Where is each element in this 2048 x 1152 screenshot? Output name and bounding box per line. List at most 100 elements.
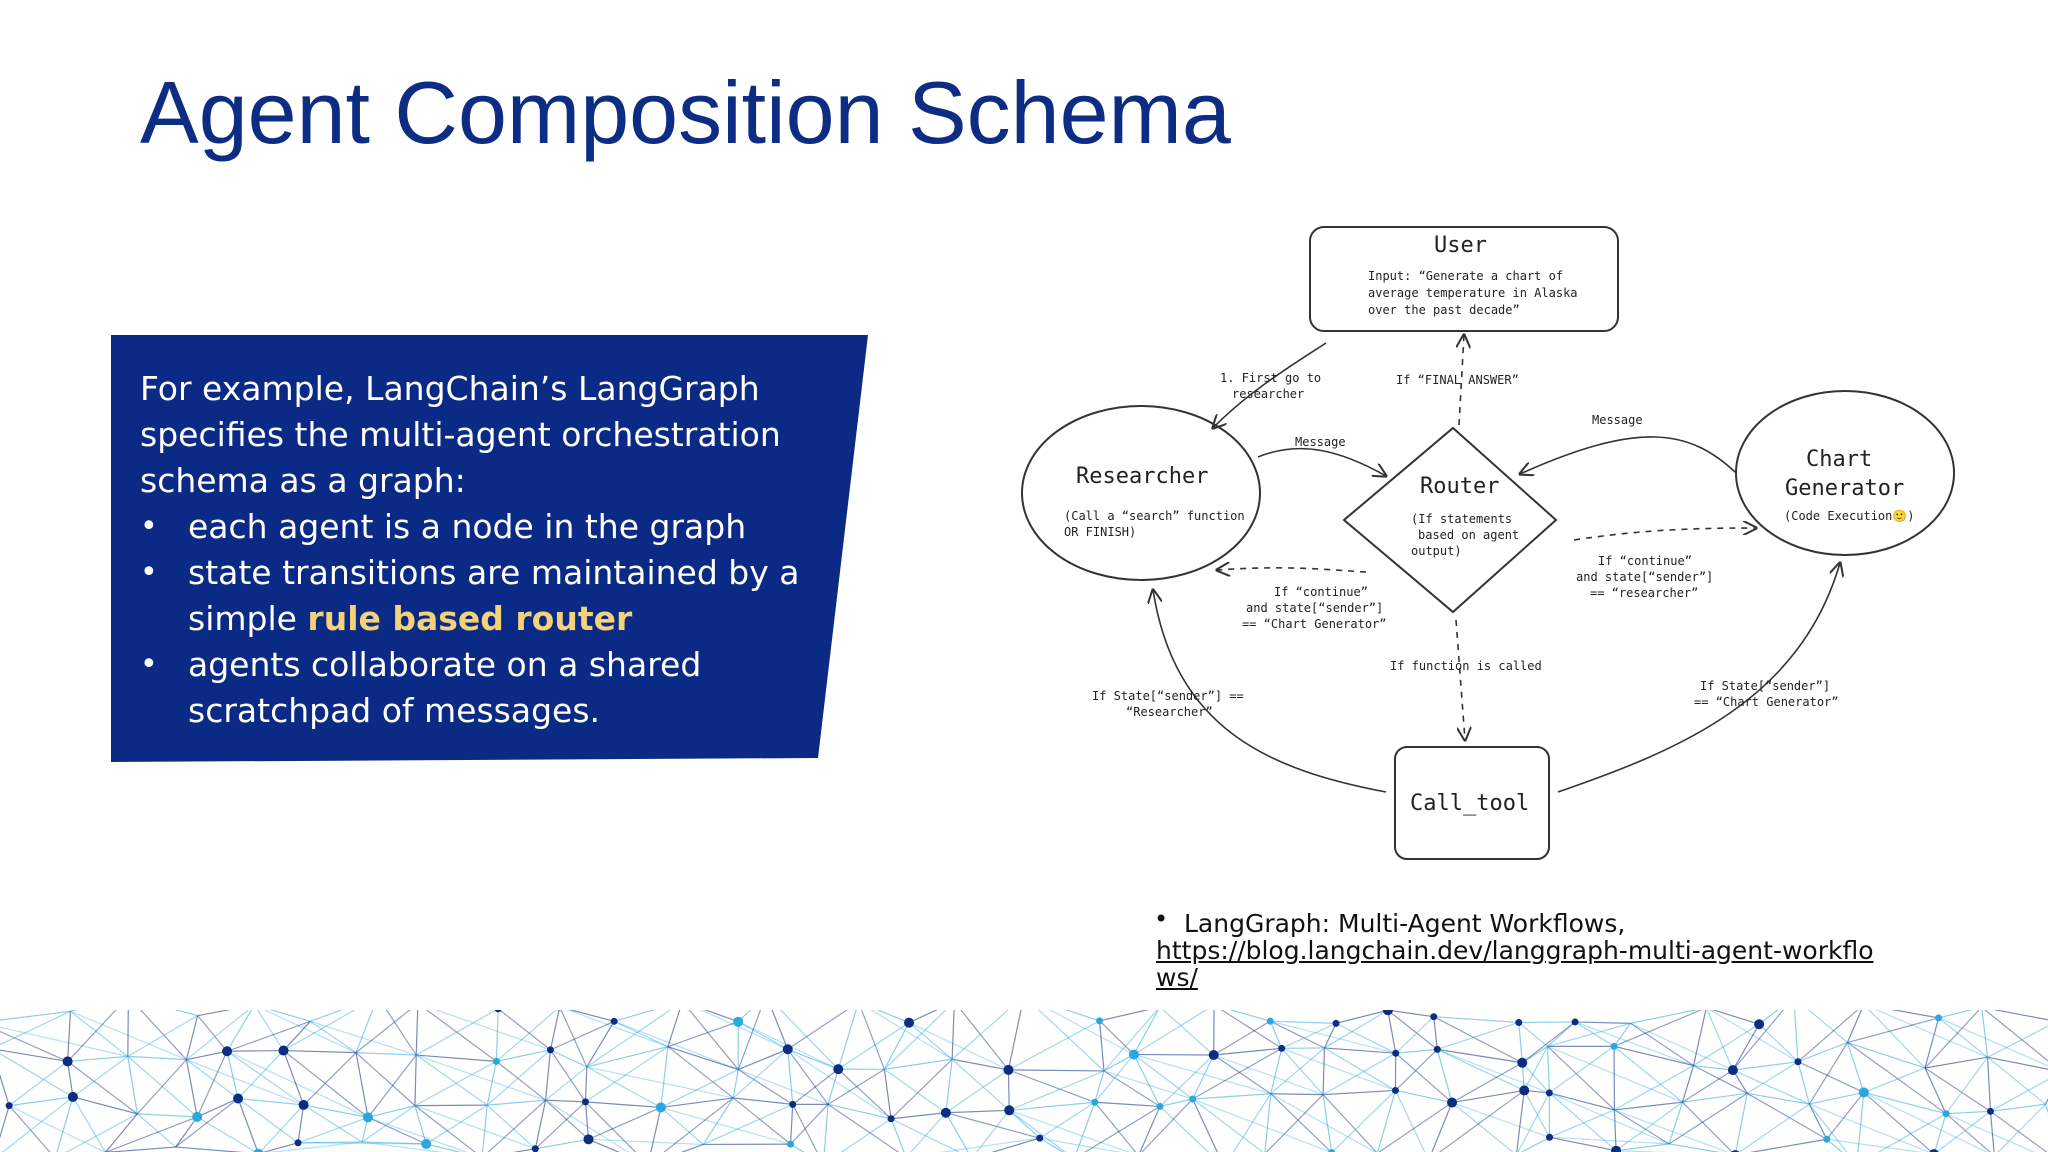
network-line (1868, 1010, 1926, 1069)
network-line (1229, 1010, 1271, 1022)
network-line (127, 1056, 138, 1114)
network-line (186, 1010, 250, 1061)
network-line (1682, 1069, 1734, 1103)
network-line (415, 1054, 488, 1106)
network-line (1099, 1010, 1150, 1022)
network-line (792, 1104, 818, 1152)
router-sub-line-2: based on agent (1418, 528, 1519, 542)
network-node (222, 1046, 233, 1057)
network-node (1515, 1018, 1523, 1026)
network-line (1322, 1052, 1396, 1096)
network-line (256, 1010, 285, 1051)
network-line (585, 1101, 637, 1152)
network-line (1682, 1101, 1734, 1152)
network-line (1523, 1046, 1549, 1091)
network-line (1747, 1092, 1810, 1105)
network-line (1269, 1020, 1325, 1049)
network-node (1004, 1105, 1015, 1116)
network-node (1332, 1019, 1340, 1027)
researcher-node (1021, 405, 1261, 581)
reference-link[interactable]: https://blog.langchain.dev/langgraph-mul… (1156, 936, 1874, 992)
network-line (1732, 1061, 1799, 1071)
network-line (367, 1116, 468, 1152)
network-line (415, 1010, 498, 1056)
network-line (8, 1105, 51, 1152)
network-node (1091, 1098, 1099, 1106)
network-line (586, 1021, 615, 1068)
network-line (1549, 1136, 1670, 1145)
network-line (1891, 1010, 1939, 1019)
network-line (1008, 1069, 1096, 1103)
network-line (1668, 1101, 1684, 1145)
network-line (1133, 1010, 1208, 1055)
network-line (1934, 1113, 1947, 1152)
network-line (1630, 1022, 1694, 1067)
network-line (1924, 1067, 1991, 1112)
network-line (1518, 1021, 1576, 1024)
router-node (1342, 426, 1558, 614)
network-line (1758, 1010, 1779, 1025)
network-line (1437, 1021, 1519, 1050)
network-line (1103, 1053, 1135, 1072)
network-line (1270, 1020, 1337, 1024)
network-line (549, 1049, 586, 1103)
network-line (1732, 1010, 1785, 1071)
network-line (1133, 1054, 1161, 1107)
network-line (827, 1068, 839, 1105)
chart-generator-label-line-1: Chart (1806, 447, 1872, 472)
network-line (269, 1010, 311, 1022)
router-sub-line-3: output) (1411, 544, 1462, 558)
network-line (1738, 1103, 1810, 1152)
edge-calltool-to-researcher (1153, 590, 1387, 793)
network-line (1039, 1137, 1064, 1152)
network-line (1387, 1010, 1397, 1054)
network-line (175, 1098, 239, 1148)
network-line (1945, 1113, 2036, 1152)
network-line (1323, 1023, 1337, 1049)
network-node (278, 1045, 289, 1056)
network-node (62, 1056, 73, 1067)
network-line (1192, 1098, 1218, 1152)
network-line (1007, 1069, 1010, 1111)
network-line (1847, 1017, 1939, 1044)
network-line (237, 1098, 299, 1144)
network-line (545, 1099, 586, 1103)
network-line (1997, 1103, 2046, 1152)
network-line (1133, 1054, 1194, 1100)
network-line (0, 1052, 74, 1098)
network-line (1575, 1021, 1631, 1024)
network-line (680, 1143, 704, 1152)
network-node (1823, 1135, 1831, 1143)
network-line (303, 1104, 363, 1143)
network-banner (0, 1010, 2048, 1152)
network-line (1547, 1021, 1576, 1047)
network-line (1693, 1023, 1760, 1067)
network-line (545, 1066, 588, 1101)
network-line (310, 1010, 344, 1022)
network-line (534, 1100, 547, 1149)
network-line (667, 1046, 739, 1071)
network-line (1436, 1049, 1453, 1103)
network-line (72, 1096, 138, 1115)
network-line (787, 1010, 848, 1050)
network-line (303, 1104, 369, 1118)
panel-bullet-3-text: agents collaborate on a shared scratchpa… (188, 645, 702, 730)
network-line (1616, 1143, 1670, 1152)
network-line (283, 1020, 311, 1051)
network-line (732, 1069, 739, 1099)
network-line (0, 1105, 10, 1139)
network-line (1613, 1023, 1632, 1047)
agent-diagram: User Input: “Generate a chart of average… (1021, 226, 1955, 860)
network-line (356, 1052, 417, 1056)
network-line (310, 1020, 417, 1056)
network-line (660, 1069, 739, 1108)
network-line (884, 1058, 953, 1070)
network-line (588, 1106, 662, 1140)
network-line (837, 1010, 857, 1070)
network-line (890, 1058, 953, 1120)
network-line (737, 1021, 789, 1050)
network-line (1324, 1010, 1389, 1049)
network-node (1156, 1102, 1164, 1110)
network-line (883, 1022, 910, 1070)
network-line (1808, 1103, 1848, 1152)
